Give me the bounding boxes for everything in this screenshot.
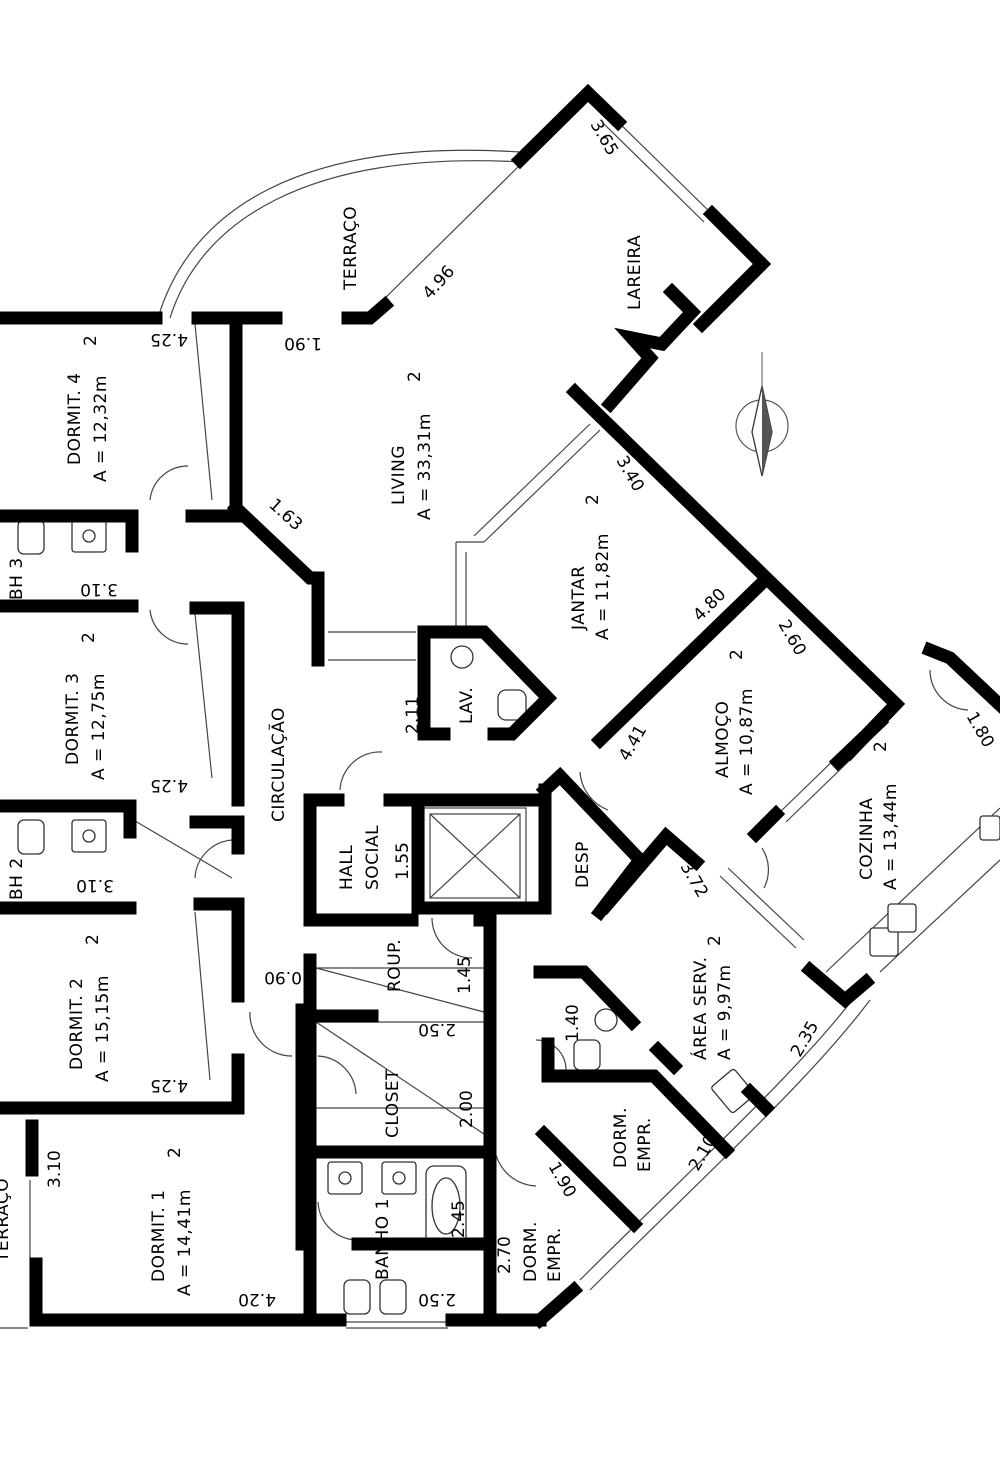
label-hall-1: HALL — [337, 845, 357, 890]
label-dormit3: DORMIT. 3 — [63, 673, 83, 765]
sup-dormit4: 2 — [81, 335, 101, 346]
label-dorm-empr-b-2: EMPR. — [545, 1227, 565, 1282]
label-roup: ROUP. — [385, 939, 405, 992]
label-dormit1: DORMIT. 1 — [149, 1190, 169, 1282]
area-dormit2: A = 15,15m — [93, 975, 113, 1082]
dim-180: 1.80 — [962, 709, 998, 752]
dim-420: 4.20 — [238, 1289, 276, 1309]
label-terraco-left: TERRAÇO — [0, 1178, 13, 1263]
label-cozinha: COZINHA — [857, 797, 877, 880]
toilet-icon — [497, 689, 527, 721]
area-dormit4: A = 12,32m — [91, 375, 111, 482]
dim-425-top: 4.25 — [150, 329, 188, 349]
toilet-icon — [17, 519, 45, 555]
area-jantar: A = 11,82m — [593, 533, 613, 640]
dim-200: 2.00 — [457, 1090, 477, 1128]
toilet-icon — [17, 819, 45, 855]
label-lav: LAV. — [457, 687, 477, 724]
label-bh3: BH 3 — [7, 557, 27, 600]
label-lareira: LAREIRA — [625, 235, 645, 310]
sink-icon — [450, 645, 474, 669]
sup-dormit1: 2 — [165, 1147, 185, 1158]
dim-425-mid: 4.25 — [150, 775, 188, 795]
label-bh2: BH 2 — [7, 857, 27, 900]
label-dorm-empr-a-1: DORM. — [611, 1107, 631, 1168]
toilet-icon — [573, 1039, 601, 1071]
dim-090: 0.90 — [264, 967, 302, 987]
bidet-icon — [379, 1279, 407, 1315]
dim-145: 1.45 — [455, 956, 475, 994]
label-dormit4: DORMIT. 4 — [65, 373, 85, 465]
sup-living: 2 — [405, 371, 425, 382]
dim-372: 3.72 — [676, 859, 712, 902]
label-desp: DESP — [573, 841, 593, 888]
toilet-icon — [343, 1279, 371, 1315]
dim-270: 2.70 — [495, 1236, 515, 1274]
dim-310-bh2: 3.10 — [76, 875, 114, 895]
walls — [0, 83, 1000, 1330]
label-living: LIVING — [389, 445, 409, 505]
sup-dormit2: 2 — [83, 934, 103, 945]
label-dormit2: DORMIT. 2 — [67, 978, 87, 1070]
label-closet: CLOSET — [383, 1069, 403, 1138]
stove-icon — [887, 903, 917, 933]
fixtures — [17, 519, 1000, 1315]
room-labels: TERRAÇO LAREIRA LIVING A = 33,31m 2 JANT… — [0, 206, 901, 1296]
label-dorm-empr-a-2: EMPR. — [635, 1117, 655, 1172]
sup-area-serv: 2 — [705, 935, 725, 946]
area-living: A = 33,31m — [415, 413, 435, 520]
label-dorm-empr-b-1: DORM. — [521, 1221, 541, 1282]
tank-icon — [711, 1068, 755, 1114]
dim-190-top: 1.90 — [284, 333, 322, 353]
sup-almoco: 2 — [727, 649, 747, 660]
dim-140: 1.40 — [563, 1004, 583, 1042]
dim-496: 4.96 — [419, 262, 459, 304]
dim-245: 2.45 — [449, 1200, 469, 1238]
dim-155: 1.55 — [393, 842, 413, 880]
dim-211: 2.11 — [403, 696, 423, 734]
sup-cozinha: 2 — [871, 741, 891, 752]
area-dormit3: A = 12,75m — [89, 673, 109, 780]
label-banho1: BANHO 1 — [373, 1198, 393, 1280]
label-circulacao: CIRCULAÇÃO — [267, 707, 289, 822]
label-jantar: JANTAR — [569, 565, 589, 631]
sup-jantar: 2 — [583, 494, 603, 505]
dim-235: 2.35 — [787, 1018, 823, 1061]
area-cozinha: A = 13,44m — [881, 783, 901, 890]
area-almoco: A = 10,87m — [737, 688, 757, 795]
dim-425-low: 4.25 — [150, 1075, 188, 1095]
dim-250-closet: 2.50 — [418, 1019, 456, 1039]
north-arrow-icon — [735, 352, 789, 477]
sup-dormit3: 2 — [79, 632, 99, 643]
dim-250-bath: 2.50 — [418, 1289, 456, 1309]
dim-310-left: 3.10 — [45, 1150, 65, 1188]
label-terraco: TERRAÇO — [341, 206, 361, 291]
stove-icon — [869, 927, 899, 957]
area-dormit1: A = 14,41m — [175, 1189, 195, 1296]
sink-icon — [979, 815, 1000, 841]
thin-lines — [0, 115, 1000, 1329]
dim-163: 1.63 — [265, 495, 307, 535]
label-hall-2: SOCIAL — [363, 825, 383, 890]
sink-icon — [594, 1008, 618, 1032]
label-area-serv: ÁREA SERV. — [689, 957, 711, 1060]
area-area-serv: A = 9,97m — [715, 964, 735, 1060]
dim-310-bh3: 3.10 — [80, 579, 118, 599]
label-almoco: ALMOÇO — [713, 701, 733, 778]
